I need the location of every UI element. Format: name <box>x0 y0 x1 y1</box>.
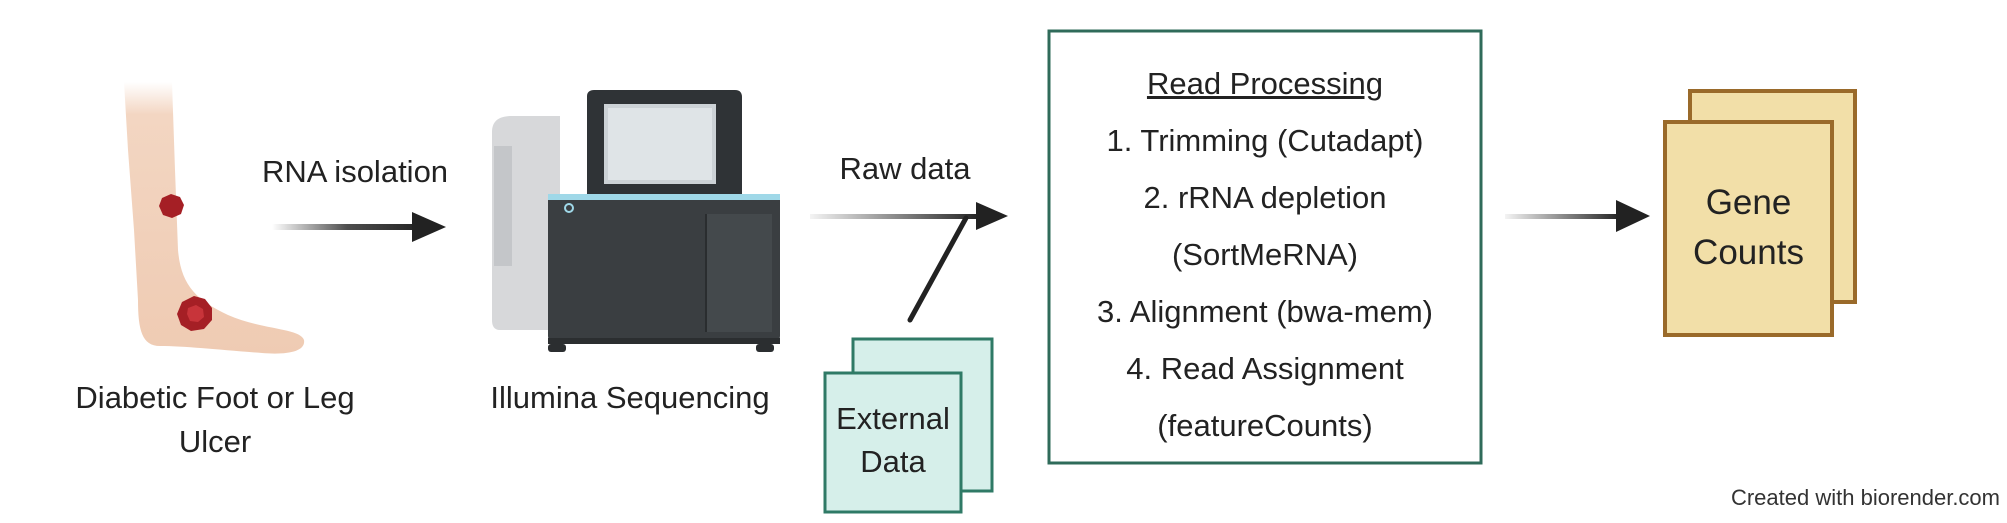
read-processing-title: Read Processing <box>1146 66 1384 101</box>
rp-step-4b: (featureCounts) <box>1157 408 1373 444</box>
leg-caption: Diabetic Foot or Leg Ulcer <box>55 376 375 464</box>
sequencer-caption: Illumina Sequencing <box>490 380 770 415</box>
gene-counts-line1: Gene <box>1705 183 1792 222</box>
ulcer-upper <box>159 194 184 218</box>
raw-data-label: Raw data <box>839 151 971 186</box>
leg-caption-line2: Ulcer <box>178 424 252 460</box>
arrow-rna-isolation <box>272 212 446 242</box>
leg-shape <box>124 82 305 354</box>
external-data-documents <box>823 337 994 514</box>
ulcer-lower-detail <box>187 305 204 322</box>
rp-step-2b: (SortMeRNA) <box>1171 237 1358 273</box>
gene-counts-line2: Counts <box>1693 232 1804 272</box>
credit-text: Created with biorender.com <box>1730 485 2000 510</box>
external-data-label: External Data <box>825 398 961 484</box>
read-processing-content: Read Processing 1. Trimming (Cutadapt) 2… <box>1049 55 1481 454</box>
external-line1: External <box>836 401 950 436</box>
read-processing-box <box>1047 29 1483 465</box>
rp-step-4: 4. Read Assignment <box>1126 351 1404 387</box>
rna-isolation-label: RNA isolation <box>261 154 449 189</box>
leg-illustration <box>124 82 305 354</box>
arrow-raw-data <box>810 202 1008 323</box>
leg-caption-line1: Diabetic Foot or Leg <box>75 380 355 415</box>
rp-step-3: 3. Alignment (bwa-mem) <box>1097 294 1433 330</box>
arrow-to-gene-counts <box>1505 200 1650 232</box>
gene-counts-documents <box>1663 89 1857 337</box>
rp-step-1: 1. Trimming (Cutadapt) <box>1106 123 1424 159</box>
gene-counts-label: Gene Counts <box>1665 178 1832 277</box>
rp-step-2: 2. rRNA depletion <box>1143 180 1387 216</box>
illumina-sequencer-icon <box>492 90 780 352</box>
external-line2: Data <box>860 443 926 479</box>
